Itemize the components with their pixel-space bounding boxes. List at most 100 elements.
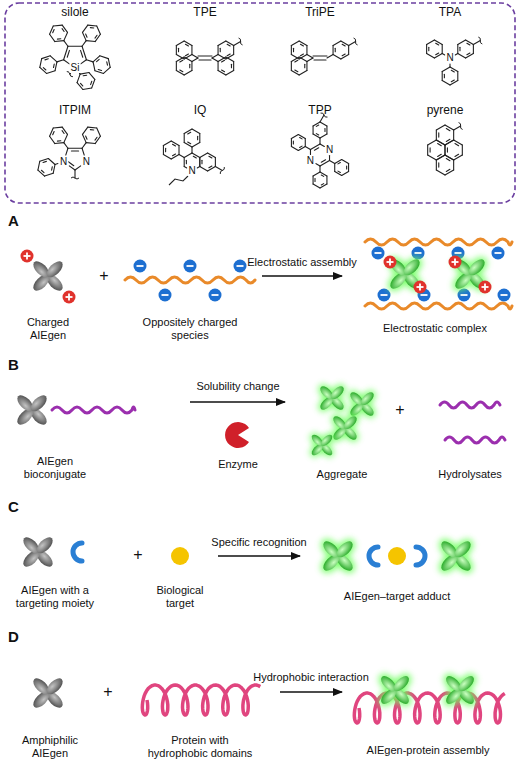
bond-line bbox=[313, 122, 320, 126]
bond-line bbox=[90, 27, 93, 28]
petal bbox=[28, 393, 49, 414]
bond-line bbox=[176, 62, 177, 71]
bond-line bbox=[338, 171, 340, 172]
bond-line bbox=[50, 26, 54, 34]
bond-line bbox=[184, 153, 192, 158]
bond-line bbox=[458, 54, 466, 59]
bond-line bbox=[209, 166, 212, 168]
bond-line bbox=[83, 75, 86, 77]
bond-line bbox=[330, 161, 335, 164]
bond-line bbox=[81, 50, 83, 57]
bond-line bbox=[316, 134, 318, 135]
bond-line bbox=[184, 134, 185, 143]
reaction-arrow bbox=[280, 691, 342, 693]
bond-line bbox=[342, 160, 349, 164]
bond-line bbox=[320, 161, 330, 167]
bond-line bbox=[453, 130, 454, 140]
bond-line bbox=[74, 170, 75, 178]
bond-line bbox=[233, 62, 234, 71]
bond-line bbox=[291, 135, 298, 139]
protein-helix bbox=[354, 693, 505, 723]
bond-line bbox=[436, 155, 445, 160]
bond-line bbox=[100, 56, 109, 59]
charge-sign bbox=[484, 284, 486, 291]
bond-line bbox=[450, 81, 458, 86]
bond-line bbox=[458, 40, 466, 45]
bond-line bbox=[445, 125, 454, 130]
bond-line bbox=[55, 62, 57, 71]
bond-line bbox=[451, 80, 454, 82]
bond-line bbox=[306, 46, 307, 55]
bond-line bbox=[427, 40, 435, 45]
bond-line bbox=[193, 156, 196, 158]
bond-line bbox=[208, 167, 216, 172]
bond-line bbox=[430, 148, 431, 152]
atom-label: N bbox=[59, 157, 68, 167]
bond-line bbox=[95, 136, 100, 143]
polymer-chain bbox=[125, 277, 255, 283]
bond-line bbox=[299, 41, 307, 46]
bond-line bbox=[453, 160, 454, 170]
bond-line bbox=[438, 133, 439, 137]
bond-line bbox=[176, 57, 184, 62]
bond-line bbox=[45, 173, 54, 176]
aiegen-emissive bbox=[440, 670, 480, 710]
bond-line bbox=[233, 46, 234, 55]
caption-text: Solubility change bbox=[196, 380, 279, 393]
bond-line bbox=[313, 55, 327, 56]
bond-line bbox=[320, 144, 324, 147]
bond-line bbox=[212, 55, 218, 59]
petal bbox=[44, 676, 65, 697]
anion-charge bbox=[372, 247, 385, 260]
bond-line bbox=[326, 126, 327, 134]
bond-line bbox=[163, 146, 164, 155]
bond-line bbox=[77, 83, 83, 90]
bond-line bbox=[291, 147, 298, 151]
caption-text: TPE bbox=[193, 5, 216, 19]
bond-line bbox=[171, 155, 179, 160]
bond-line bbox=[67, 50, 69, 57]
anion-charge bbox=[159, 289, 172, 302]
caption-text: Hydrophobic interaction bbox=[253, 671, 369, 684]
bond-line bbox=[291, 41, 299, 46]
targeting-moiety bbox=[416, 547, 425, 565]
polymer-chain bbox=[365, 303, 512, 309]
anion-charge bbox=[134, 260, 147, 273]
bond-line bbox=[209, 156, 212, 158]
caption-text: + bbox=[99, 266, 108, 285]
bond-line bbox=[88, 127, 97, 129]
bond-line bbox=[176, 55, 184, 60]
bond-line bbox=[218, 55, 226, 60]
reaction-arrow bbox=[262, 275, 342, 277]
charge-sign bbox=[68, 294, 70, 301]
charge-sign bbox=[419, 284, 421, 291]
bond-line bbox=[95, 71, 104, 74]
bond-line bbox=[438, 144, 442, 146]
bond-line bbox=[198, 55, 212, 56]
bond-line bbox=[438, 163, 439, 167]
bond-line bbox=[348, 46, 349, 55]
bond-line bbox=[68, 46, 82, 47]
bond-line bbox=[321, 175, 323, 176]
caption-text: Biological target bbox=[145, 584, 215, 610]
caption-text: silole bbox=[61, 5, 88, 19]
bond-line bbox=[445, 140, 454, 145]
structure-panel bbox=[5, 3, 515, 203]
bond-line bbox=[436, 140, 445, 145]
bond-line bbox=[184, 129, 192, 134]
bond-line bbox=[226, 41, 234, 46]
petal bbox=[466, 257, 487, 278]
bond-line bbox=[227, 54, 230, 56]
polymer-chain bbox=[52, 407, 135, 413]
bond-line bbox=[184, 57, 192, 62]
bond-line bbox=[348, 164, 349, 172]
caption-text: AIEgen bioconjugate bbox=[15, 455, 95, 481]
bond-line bbox=[329, 156, 330, 161]
aiegen-dark bbox=[31, 259, 66, 294]
bond-line bbox=[316, 125, 318, 126]
bond-line bbox=[427, 54, 435, 59]
bond-line bbox=[218, 46, 219, 55]
bond-line bbox=[291, 71, 299, 76]
charge-sign bbox=[421, 294, 428, 296]
chemical-structures bbox=[38, 25, 482, 188]
